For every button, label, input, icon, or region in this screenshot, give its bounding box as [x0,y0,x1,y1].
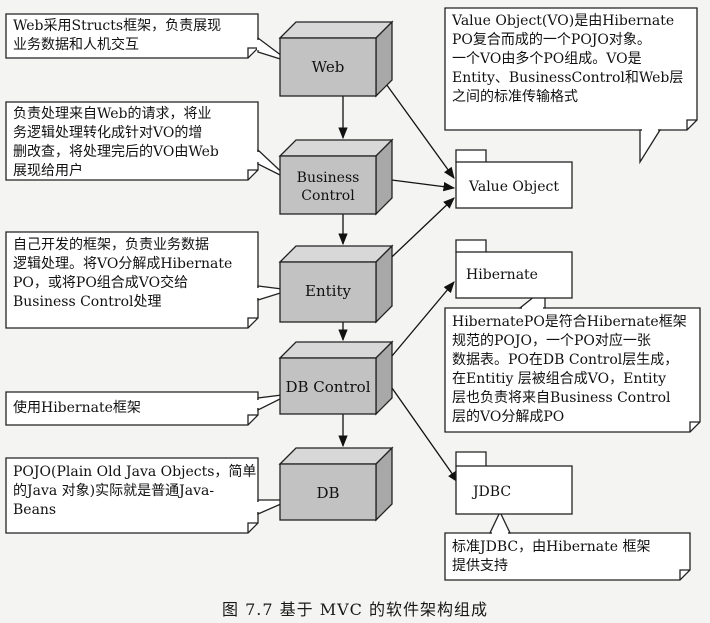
node-control-label: Control [301,188,355,204]
package-hibernate: Hibernate [455,239,573,299]
note-jdbc-shape [444,510,691,581]
note-db-control-text: 使用Hibernate框架 [13,400,141,416]
note-hibernate-text: HibernatePO是符合Hibernate框架 规范的POJO，一个PO对应… [452,314,687,425]
node-entity-label: Entity [305,282,351,300]
note-entity-shape [5,231,291,329]
node-db-control-label: DB Control [285,378,370,396]
node-web-label: Web [312,58,345,76]
arrow-dbcontrol-to-hibernate [391,281,455,357]
note-db-text: POJO(Plain Old Java Objects，简单 的Java 对象)… [13,464,257,518]
note-value-object-shape [444,7,698,165]
note-business-control-text: 负责处理来自Web的请求，将业 务逻辑处理转化成针对VO的增 删改查，将处理完后… [13,106,219,179]
package-value-object-label: Value Object [468,179,559,195]
package-jdbc-label: JDBC [471,484,511,500]
node-db: DB [278,446,394,522]
package-hibernate-label: Hibernate [466,267,538,283]
note-db-shape [5,457,291,534]
note-jdbc-text: 标准JDBC，由Hibernate 框架 提供支持 [452,539,651,574]
package-value-object: Value Object [455,149,573,209]
node-db-control: DB Control [278,340,394,416]
note-entity-text: 自己开发的框架，负责业务数据 逻辑处理。将VO分解成Hibernate PO，或… [13,237,233,310]
note-web-text: Web采用Structs框架，负责展现 业务数据和人机交互 [13,18,222,53]
arrow-dbcontrol-to-jdbc [391,387,459,483]
note-value-object-text: Value Object(VO)是由Hibernate PO复合而成的一个POJ… [452,13,684,105]
node-entity: Entity [278,244,394,324]
node-db-label: DB [316,484,339,502]
node-business-label: Business [297,170,360,186]
node-business-control: Business Control [278,138,394,216]
node-web: Web [278,20,394,98]
package-jdbc: JDBC [455,451,573,515]
figure-caption: 图 7.7 基于 MVC 的软件架构组成 [222,600,488,619]
arrow-web-to-vo [375,69,455,179]
